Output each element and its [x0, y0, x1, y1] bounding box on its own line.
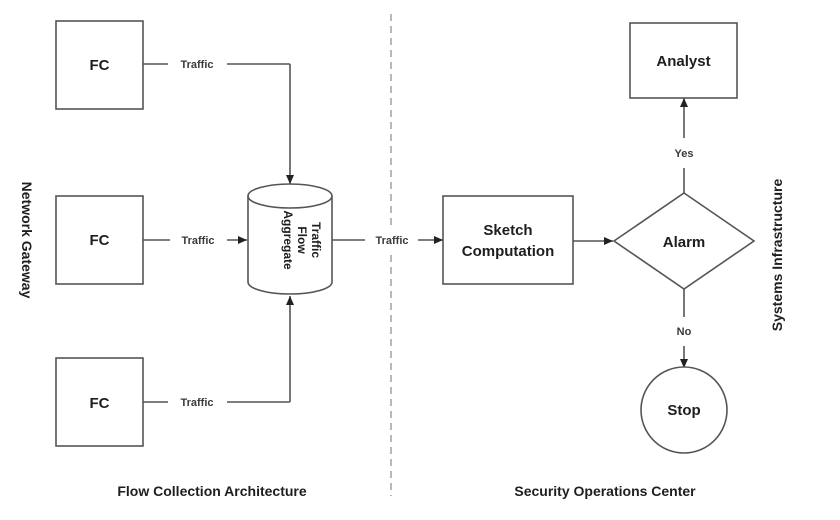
sketch-label-line-1: Sketch [483, 222, 532, 239]
edge-label-traffic-soc: Traffic [375, 235, 408, 247]
fc-node-top[interactable]: FC [55, 20, 144, 110]
edge-alarm-yes-to-analyst: Yes [675, 98, 694, 193]
edge-alarm-no-to-stop: No [677, 289, 692, 368]
stop-label: Stop [667, 402, 700, 419]
edge-label-yes: Yes [675, 148, 694, 160]
alarm-decision-node[interactable]: Alarm [612, 192, 756, 290]
aggregate-label-line-1: Traffic [309, 222, 323, 258]
sketch-label-line-2: Computation [462, 243, 554, 260]
edge-label-no: No [677, 326, 692, 338]
fc-bottom-label: FC [90, 395, 110, 412]
alarm-label: Alarm [663, 234, 706, 251]
fc-node-middle[interactable]: FC [55, 195, 144, 285]
edge-label-traffic-bottom: Traffic [180, 397, 213, 409]
security-operations-caption: Security Operations Center [514, 483, 696, 499]
analyst-node[interactable]: Analyst [629, 22, 738, 99]
edge-fc-top-to-aggregate: Traffic [143, 59, 294, 184]
fc-top-label: FC [90, 57, 110, 74]
sketch-computation-node[interactable]: Sketch Computation [442, 195, 574, 285]
fc-node-bottom[interactable]: FC [55, 357, 144, 447]
systems-infrastructure-label: Systems Infrastructure [769, 179, 785, 332]
network-gateway-label: Network Gateway [19, 182, 35, 299]
edge-label-traffic-top: Traffic [180, 59, 213, 71]
traffic-flow-aggregate-node[interactable]: Traffic Flow Aggregate [247, 183, 333, 295]
fc-middle-label: FC [90, 232, 110, 249]
analyst-label: Analyst [656, 53, 710, 70]
edge-fc-bottom-to-aggregate: Traffic [143, 296, 294, 409]
aggregate-label-line-2: Flow [295, 226, 309, 254]
stop-node[interactable]: Stop [640, 366, 728, 454]
flow-collection-caption: Flow Collection Architecture [117, 483, 306, 499]
aggregate-label-line-3: Aggregate [281, 210, 295, 270]
edge-fc-middle-to-aggregate: Traffic [143, 235, 247, 247]
edge-label-traffic-middle: Traffic [181, 235, 214, 247]
edge-aggregate-to-sketch: Traffic [332, 235, 443, 247]
